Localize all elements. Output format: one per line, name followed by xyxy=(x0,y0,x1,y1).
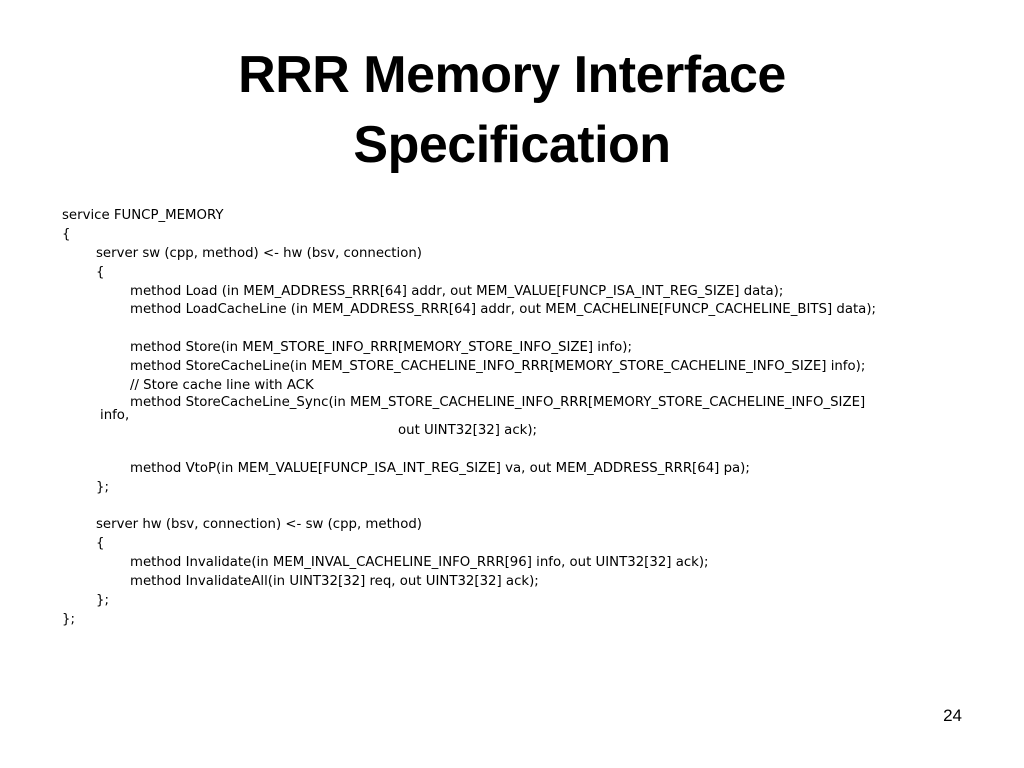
code-line-wrap: info, xyxy=(100,407,130,423)
slide-title-line-1: RRR Memory Interface xyxy=(238,46,786,104)
code-line: method LoadCacheLine (in MEM_ADDRESS_RRR… xyxy=(130,302,876,318)
code-line: { xyxy=(62,226,71,242)
code-line: }; xyxy=(62,611,75,627)
code-line: method VtoP(in MEM_VALUE[FUNCP_ISA_INT_R… xyxy=(130,460,750,476)
code-comment: // Store cache line with ACK xyxy=(130,378,314,394)
code-line-blank xyxy=(62,320,982,339)
code-line: }; xyxy=(96,592,109,608)
code-line: method Load (in MEM_ADDRESS_RRR[64] addr… xyxy=(130,283,784,299)
code-line: { xyxy=(96,264,105,280)
code-line: method InvalidateAll(in UINT32[32] req, … xyxy=(130,574,539,590)
page-number: 24 xyxy=(943,706,962,725)
code-line-blank xyxy=(62,497,982,516)
slide-title-line-2: Specification xyxy=(353,116,671,174)
code-line: method StoreCacheLine(in MEM_STORE_CACHE… xyxy=(130,359,866,375)
code-line: service FUNCP_MEMORY xyxy=(62,208,224,223)
code-block: service FUNCP_MEMORY { server sw (cpp, m… xyxy=(62,207,982,630)
code-line: server sw (cpp, method) <- hw (bsv, conn… xyxy=(96,245,422,261)
code-line: { xyxy=(96,536,105,552)
code-line-blank xyxy=(62,441,982,460)
code-line: server hw (bsv, connection) <- sw (cpp, … xyxy=(96,517,422,533)
code-line: method Store(in MEM_STORE_INFO_RRR[MEMOR… xyxy=(130,340,632,356)
code-line-continuation: out UINT32[32] ack); xyxy=(398,422,537,438)
code-line: method StoreCacheLine_Sync(in MEM_STORE_… xyxy=(130,394,866,410)
code-line: }; xyxy=(96,479,109,495)
slide-title: RRR Memory Interface Specification xyxy=(0,40,1024,180)
code-line: method Invalidate(in MEM_INVAL_CACHELINE… xyxy=(130,555,709,571)
